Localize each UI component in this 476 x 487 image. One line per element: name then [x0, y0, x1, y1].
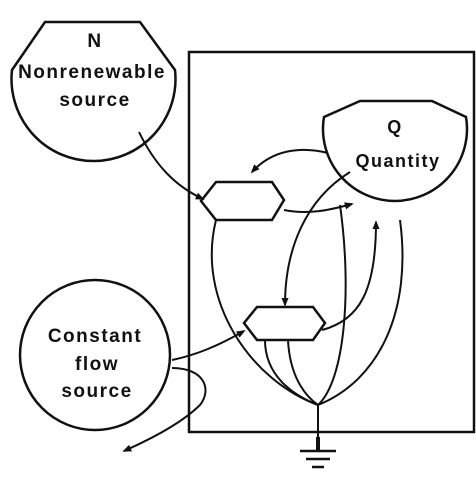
- heat-loss-path: [210, 219, 319, 406]
- nonrenewable-label-line2: source: [59, 90, 130, 111]
- source-circle-icon: [10, 20, 177, 163]
- nonrenewable-label-line1: Nonrenewable: [18, 62, 166, 83]
- storage-symbol: Q: [387, 117, 403, 137]
- nonrenewable-symbol: N: [87, 31, 102, 52]
- interaction-workgate-icon: [242, 305, 327, 342]
- flow-arrow-icon: [321, 220, 380, 331]
- flow-pathways: [122, 131, 404, 452]
- heat-loss-path: [317, 219, 404, 406]
- heat-loss-path: [317, 204, 347, 406]
- quantity-storage: Q Quantity: [321, 99, 469, 203]
- constant-source-line3: source: [61, 381, 132, 402]
- flow-arrow-icon: [138, 131, 205, 200]
- flow-arrow-icon: [250, 148, 329, 174]
- constant-flow-source: Constant flow source: [18, 278, 172, 432]
- source-circle-icon: [18, 278, 172, 432]
- heat-sink-ground-icon: [300, 437, 336, 469]
- flow-arrow-icon: [281, 171, 351, 307]
- heat-loss-path: [264, 339, 319, 406]
- storage-label: Quantity: [355, 151, 440, 171]
- storage-tank-icon: [321, 99, 469, 203]
- constant-source-line1: Constant: [48, 326, 142, 347]
- interaction-workgate-icon: [199, 180, 286, 222]
- flow-arrow-icon: [171, 330, 246, 361]
- system-boundary: [187, 50, 476, 434]
- flow-arrow-icon: [122, 367, 207, 452]
- nonrenewable-source: N Nonrenewable source: [10, 20, 177, 163]
- heat-loss-path: [287, 339, 319, 406]
- flow-arrow-icon: [283, 202, 354, 213]
- constant-source-line2: flow: [75, 354, 119, 375]
